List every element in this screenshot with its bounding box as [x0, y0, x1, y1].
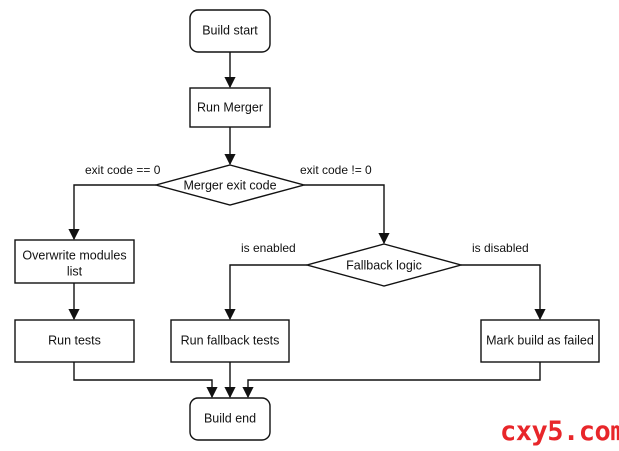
node-fallback-logic-decision: Fallback logic [304, 243, 464, 287]
node-mark-build-failed-label: Mark build as failed [486, 333, 594, 347]
node-build-end-label: Build end [204, 411, 256, 425]
edges [68, 52, 546, 399]
node-merger-exit-code-decision: Merger exit code [153, 164, 307, 206]
node-build-start-label: Build start [202, 23, 258, 37]
node-run-tests: Run tests [14, 319, 135, 363]
node-overwrite-modules-line2: list [67, 264, 83, 278]
node-run-fallback-tests-label: Run fallback tests [181, 333, 280, 347]
edge-fallback-to-markfailed [461, 264, 546, 321]
edge-decision-to-fallback [304, 184, 390, 245]
label-is-disabled: is disabled [472, 241, 529, 255]
label-exit-code-zero: exit code == 0 [85, 163, 161, 177]
node-merger-exit-code-label: Merger exit code [183, 178, 276, 192]
node-mark-build-failed: Mark build as failed [480, 319, 600, 363]
label-exit-code-nonzero: exit code != 0 [300, 163, 372, 177]
edge-markfailed-to-end [242, 362, 541, 399]
node-run-merger-label: Run Merger [197, 100, 263, 114]
edge-fallback-to-fallbacktests [224, 264, 307, 321]
edge-decision-to-overwrite [68, 184, 156, 241]
node-overwrite-modules-list: Overwrite modules list [14, 239, 135, 284]
node-run-merger: Run Merger [189, 87, 271, 128]
node-build-start: Build start [189, 9, 271, 53]
watermark-text: cxy5.com [500, 416, 619, 447]
node-fallback-logic-label: Fallback logic [346, 258, 422, 272]
node-overwrite-modules-line1: Overwrite modules [22, 248, 126, 262]
edge-labels: exit code == 0 exit code != 0 is enabled… [85, 163, 529, 255]
label-is-enabled: is enabled [241, 241, 296, 255]
node-build-end: Build end [189, 397, 271, 441]
edge-runtests-to-end [73, 362, 218, 399]
node-run-fallback-tests: Run fallback tests [170, 319, 290, 363]
node-run-tests-label: Run tests [48, 333, 101, 347]
